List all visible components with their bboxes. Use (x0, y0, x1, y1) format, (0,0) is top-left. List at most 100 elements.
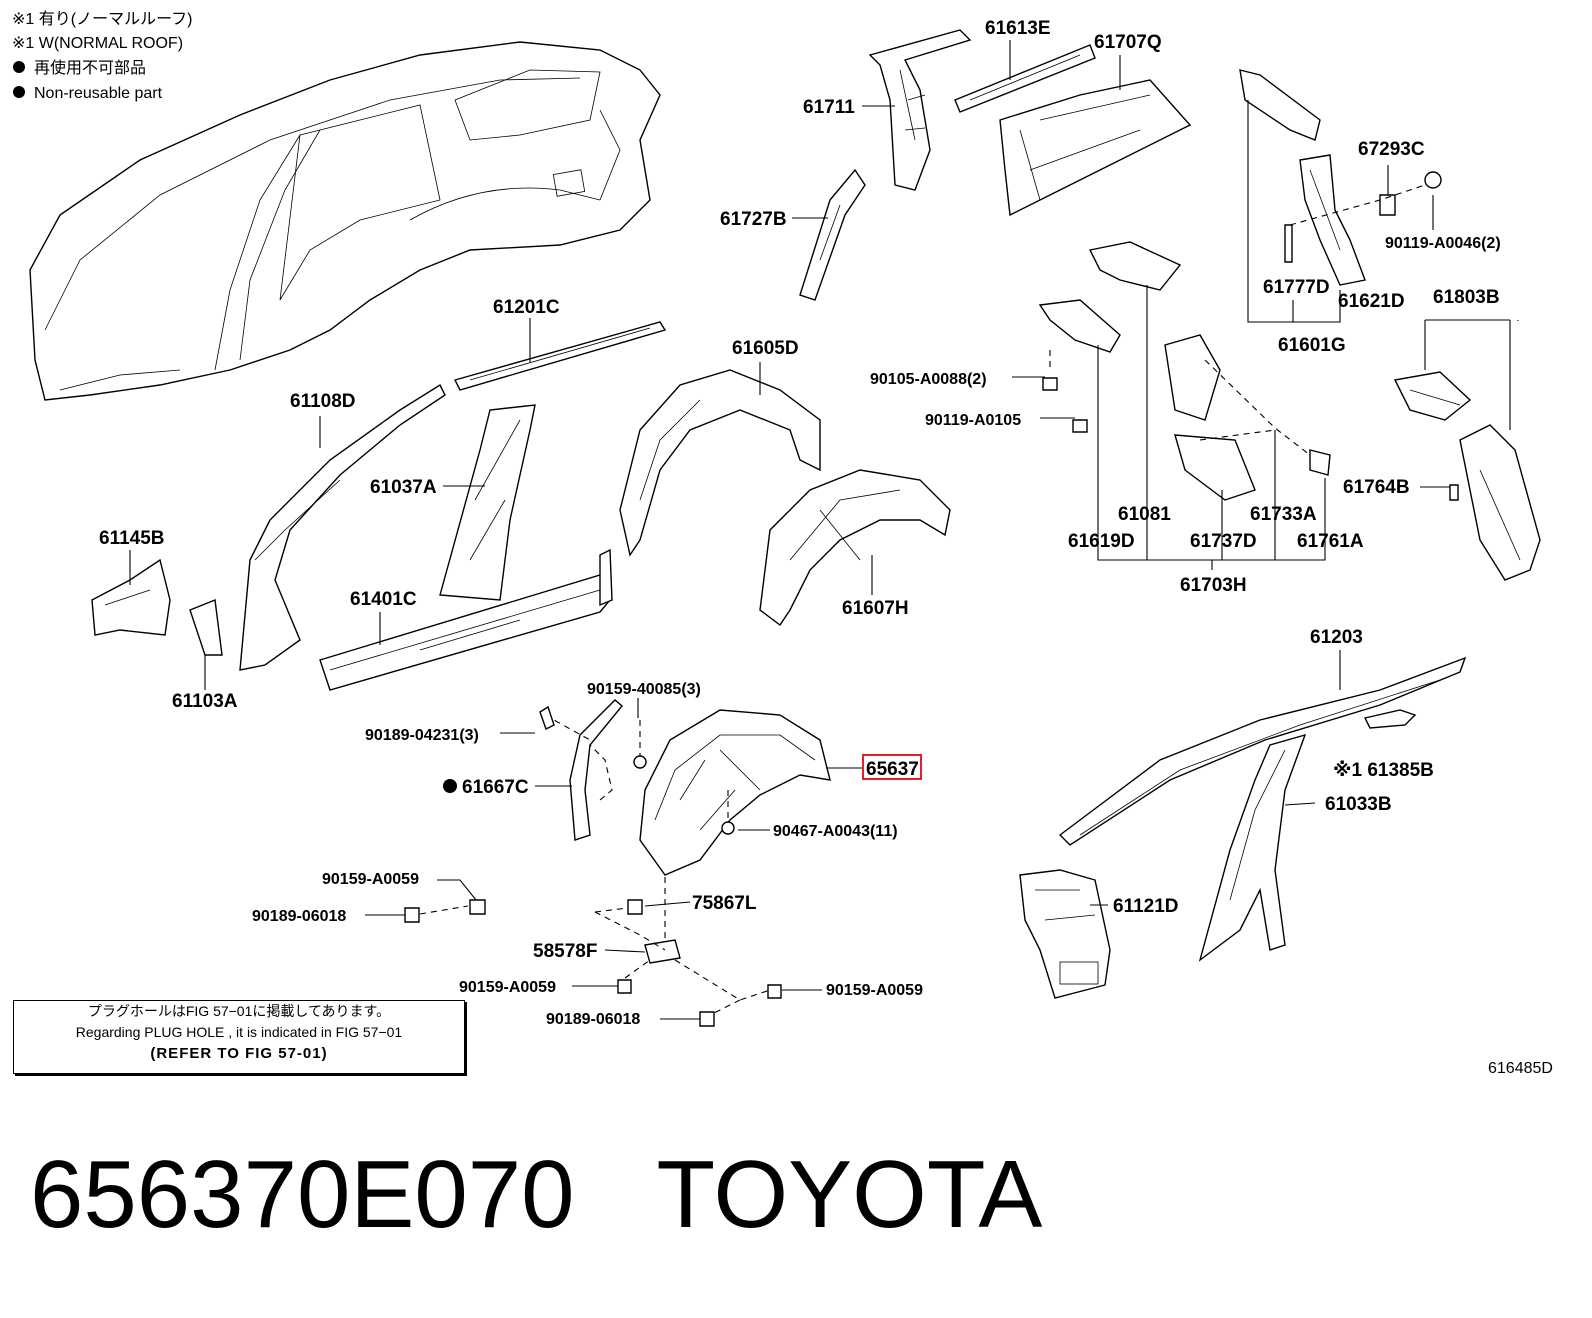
label-61203: 61203 (1310, 627, 1363, 648)
label-90159-A0059-b: 90159-A0059 (459, 979, 556, 996)
label-61727B: 61727B (720, 209, 787, 230)
label-90105-A0088: 90105-A0088(2) (870, 371, 987, 388)
label-61121D: 61121D (1113, 896, 1179, 917)
label-61613E: 61613E (985, 18, 1051, 39)
part-61103A-drawing (189, 599, 223, 656)
clip-90159-40085-icon (633, 755, 647, 769)
label-61385B: ※1 61385B (1333, 760, 1434, 781)
note-line-3: 再使用不可部品 (34, 59, 146, 77)
label-61711: 61711 (803, 97, 855, 118)
clip-75867L-icon (627, 899, 643, 915)
part-61121D-drawing (1019, 869, 1111, 999)
label-61601G: 61601G (1278, 335, 1346, 356)
part-61401C-drawing (319, 548, 613, 691)
label-61777D: 61777D (1263, 277, 1330, 298)
label-61033B: 61033B (1325, 794, 1392, 815)
part-61145B-drawing (91, 558, 171, 636)
part-61727B-drawing (799, 168, 866, 301)
label-61037A: 61037A (370, 477, 437, 498)
label-61103A: 61103A (172, 691, 238, 712)
label-61605D: 61605D (732, 338, 799, 359)
label-58578F: 58578F (533, 941, 597, 962)
part-61201C-drawing (453, 321, 667, 391)
label-61081: 61081 (1118, 504, 1171, 525)
label-61761A: 61761A (1297, 531, 1364, 552)
plug-hole-note-box: プラグホールはFIG 57−01に掲載してあります。 Regarding PLU… (13, 1000, 465, 1074)
leader-lines (129, 40, 1519, 1020)
footer-part-number: 656370E070 (30, 1141, 575, 1248)
part-61711-drawing (868, 29, 972, 191)
clip-90159-A0059-icon (469, 899, 486, 915)
label-61201C: 61201C (493, 297, 560, 318)
non-reusable-dot-icon (13, 61, 25, 73)
non-reusable-dot-icon (13, 86, 25, 98)
label-61667C: 61667C (462, 777, 529, 798)
label-90189-04231: 90189-04231(3) (365, 727, 479, 744)
clip-90189-06018b-icon (699, 1011, 715, 1027)
dash-clips-c (674, 959, 771, 1015)
part-61803B-drawing (1393, 371, 1541, 581)
note-line-1: ※1 有り(ノーマルルーフ) (12, 10, 192, 28)
label-90119-A0046: 90119-A0046(2) (1385, 235, 1501, 252)
highlight-box-65637 (862, 754, 922, 780)
note-line-4: Non-reusable part (34, 85, 163, 102)
clip-90159-A0059b-icon (617, 979, 632, 994)
label-90159-A0059-a: 90159-A0059 (322, 871, 419, 888)
part-61203-drawing (1058, 656, 1467, 846)
label-61803B: 61803B (1433, 287, 1500, 308)
part-61667C-drawing (569, 699, 623, 841)
label-65637[interactable]: 65637 (866, 759, 919, 780)
part-61385B-drawing (1363, 709, 1417, 729)
label-90189-06018-b: 90189-06018 (546, 1011, 640, 1028)
part-65637-drawing (639, 709, 831, 876)
dash-58578F (594, 907, 666, 951)
label-61703H: 61703H (1180, 575, 1247, 596)
part-61601G-group-drawing (1239, 69, 1442, 286)
label-61737D: 61737D (1190, 531, 1257, 552)
figure-reference-code: 616485D (1488, 1060, 1553, 1077)
dash-clips-a (419, 905, 469, 915)
dash-61667C (544, 714, 613, 801)
label-61401C: 61401C (350, 589, 417, 610)
label-90159-A0059-c: 90159-A0059 (826, 982, 923, 999)
part-61605D-drawing (619, 369, 821, 557)
body-side-outer-panel (29, 41, 661, 401)
clip-90189-04231-icon (539, 705, 555, 730)
part-61033B-drawing (1198, 733, 1307, 962)
label-61619D: 61619D (1068, 531, 1135, 552)
non-reusable-dot-icon (443, 779, 457, 793)
part-61707Q-drawing (999, 79, 1192, 217)
label-67293C: 67293C (1358, 139, 1425, 160)
label-61733A: 61733A (1250, 504, 1317, 525)
plug-note-line-1: プラグホールはFIG 57−01に掲載してあります。 (87, 1003, 391, 1019)
bolt-90105-icon (1042, 377, 1058, 391)
dash-clips-b (624, 959, 651, 979)
label-90119-A0105: 90119-A0105 (925, 412, 1021, 429)
clip-90467-A0043-icon (721, 821, 735, 835)
label-61621D: 61621D (1338, 291, 1405, 312)
plug-note-line-3: (REFER TO FIG 57-01) (150, 1045, 328, 1062)
plug-note-line-2: Regarding PLUG HOLE , it is indicated in… (75, 1024, 403, 1040)
part-61108D-drawing (239, 383, 446, 671)
part-58578F-drawing (644, 939, 681, 964)
label-61764B: 61764B (1343, 477, 1410, 498)
label-90189-06018-a: 90189-06018 (252, 908, 346, 925)
note-line-2: ※1 W(NORMAL ROOF) (12, 35, 183, 52)
clip-90189-06018-icon (404, 907, 420, 923)
label-61145B: 61145B (99, 528, 165, 549)
part-61607H-drawing (759, 469, 951, 627)
label-90159-40085: 90159-40085(3) (587, 681, 701, 698)
part-61613E-drawing (954, 44, 1096, 113)
part-61703H-group-drawing (1038, 241, 1331, 501)
footer-caption: 656370E070 TOYOTA (30, 1140, 1042, 1250)
label-75867L: 75867L (692, 893, 757, 914)
leader-61601G (1247, 100, 1341, 323)
label-61707Q: 61707Q (1094, 32, 1162, 53)
bolt-90119-icon (1072, 419, 1088, 433)
leader-61803B (1424, 319, 1511, 430)
label-61607H: 61607H (842, 598, 909, 619)
label-61108D: 61108D (290, 391, 356, 412)
footer-brand: TOYOTA (656, 1141, 1043, 1248)
part-61037A-drawing (439, 404, 536, 601)
